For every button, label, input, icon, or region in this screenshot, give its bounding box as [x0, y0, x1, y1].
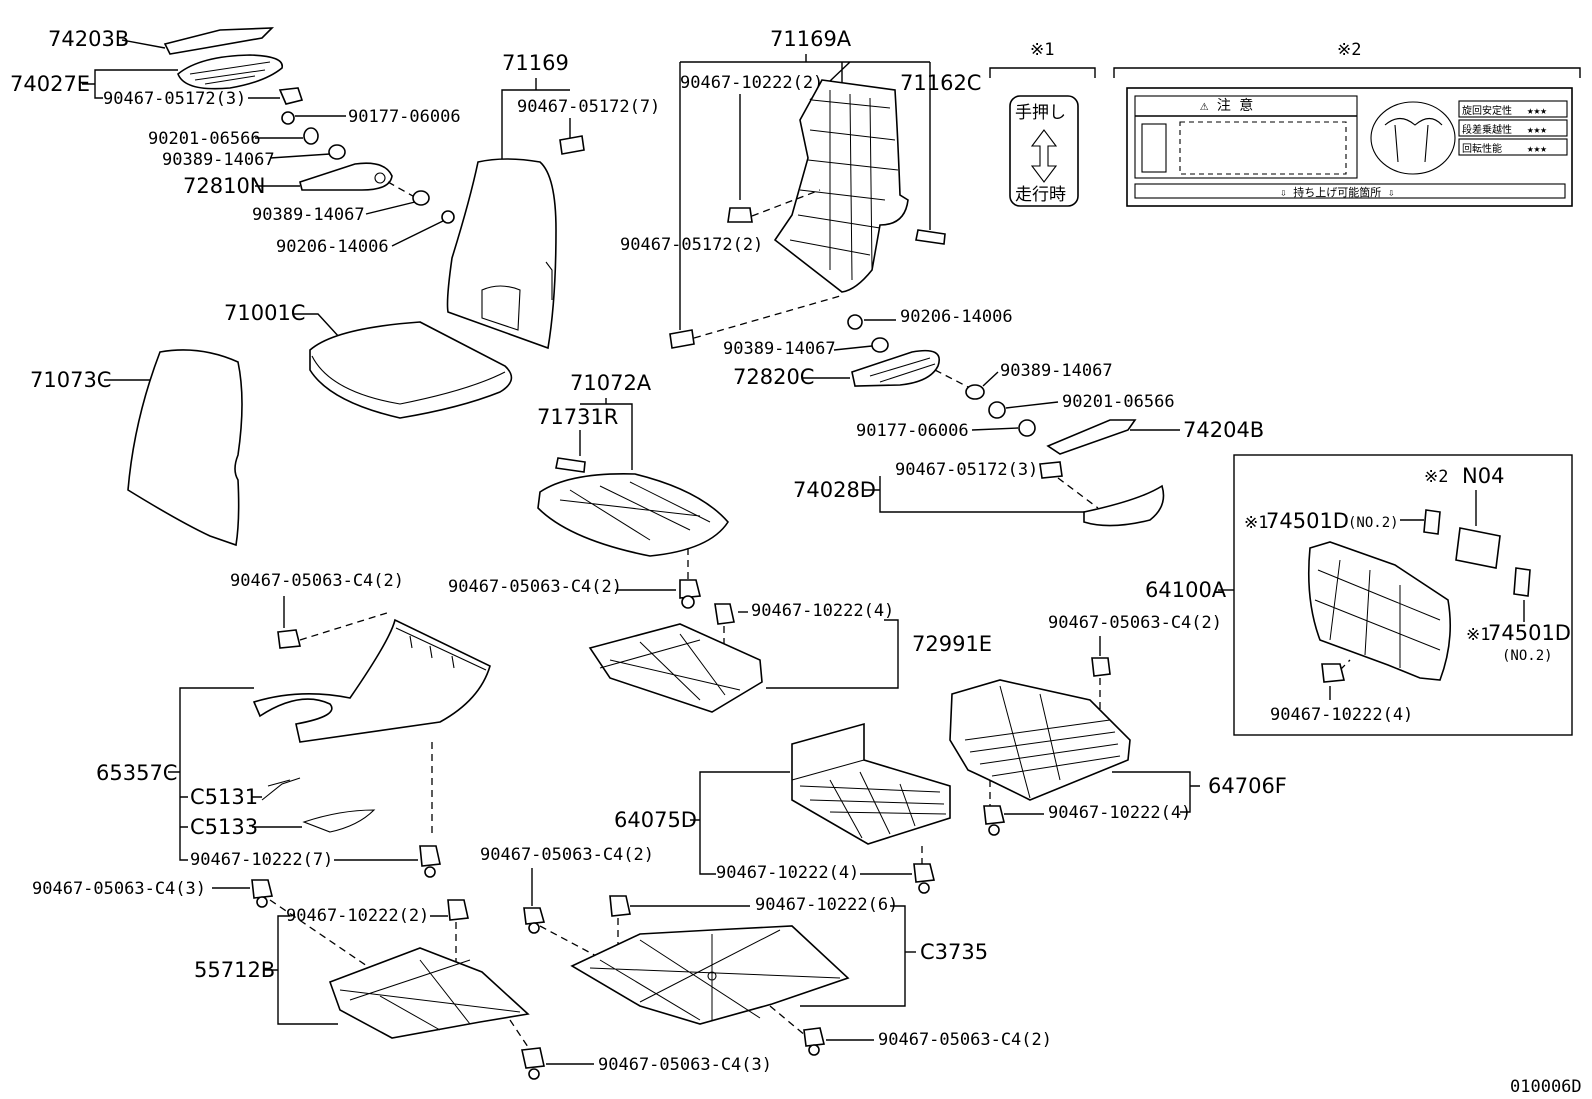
- label-90467-05063-c4-3-b[interactable]: 90467-05063-C4(3): [598, 1055, 772, 1075]
- label-71162C[interactable]: 71162C: [900, 71, 981, 95]
- label-71169[interactable]: 71169: [502, 51, 569, 75]
- label-90467-10222-2-b[interactable]: 90467-10222(2): [286, 906, 429, 926]
- frame-72991E-group: 90467-10222(4) 72991E: [588, 601, 992, 713]
- cover-C3735-group: 90467-05063-C4(2) 90467-10222(6) C3735 9…: [480, 845, 1052, 1056]
- label-74501D-b[interactable]: 74501D: [1488, 621, 1571, 645]
- label-64100A[interactable]: 64100A: [1145, 578, 1227, 602]
- label-90206-14006-b[interactable]: 90206-14006: [900, 307, 1013, 327]
- lift-point-footer: ⇩ 持ち上げ可能箇所 ⇩: [1280, 185, 1395, 199]
- label-90467-05063-c4-2-b[interactable]: 90467-05063-C4(2): [230, 571, 404, 591]
- label-90177-06006-a[interactable]: 90177-06006: [348, 107, 461, 127]
- label-no2-a: (NO.2): [1348, 515, 1399, 531]
- armrest-left-group: 74203B 74027E 90467-05172(3) 90177-06006…: [10, 27, 461, 257]
- legend-note1: ※1 手押し 走行時: [989, 40, 1096, 207]
- label-90389-14067-a[interactable]: 90389-14067: [162, 150, 275, 170]
- armrest-right-group: 90206-14006 90389-14067 72820C 90389-140…: [723, 307, 1264, 455]
- label-72810N[interactable]: 72810N: [183, 174, 266, 198]
- label-74204B[interactable]: 74204B: [1183, 418, 1264, 442]
- label-90177-06006-b[interactable]: 90177-06006: [856, 421, 969, 441]
- rating-1: 旋回安定性: [1462, 104, 1512, 117]
- note1-label-bottom: 走行時: [1015, 185, 1066, 205]
- rating-3-stars: ★★★: [1527, 142, 1547, 155]
- label-90467-05063-c4-2-a[interactable]: 90467-05063-C4(2): [448, 577, 622, 597]
- label-65357C[interactable]: 65357C: [96, 761, 177, 785]
- rating-1-stars: ★★★: [1527, 104, 1547, 117]
- label-64075D[interactable]: 64075D: [614, 808, 697, 832]
- label-90389-14067-b[interactable]: 90389-14067: [252, 205, 365, 225]
- label-90389-14067-c[interactable]: 90389-14067: [723, 339, 836, 359]
- diagram-code: 010006D: [1510, 1077, 1582, 1097]
- cover-64706F-group: 90467-05063-C4(2) 64706F 90467-10222(4): [949, 613, 1287, 836]
- label-72820C[interactable]: 72820C: [733, 365, 814, 389]
- label-90389-14067-d[interactable]: 90389-14067: [1000, 361, 1113, 381]
- label-90467-05172-7[interactable]: 90467-05172(7): [517, 97, 660, 117]
- label-55712B[interactable]: 55712B: [194, 958, 275, 982]
- label-90467-10222-4-a[interactable]: 90467-10222(4): [751, 601, 894, 621]
- label-71169A[interactable]: 71169A: [770, 27, 852, 51]
- label-N04[interactable]: N04: [1462, 464, 1504, 488]
- label-90467-05063-c4-2-d[interactable]: 90467-05063-C4(2): [480, 845, 654, 865]
- cover-55712B-group: 90467-05063-C4(3) 90467-10222(2) 55712B …: [32, 879, 772, 1080]
- label-90206-14006-a[interactable]: 90206-14006: [276, 237, 389, 257]
- label-C5131[interactable]: C5131: [190, 785, 258, 809]
- seat-group: 71169 90467-05172(7) 71001C 71073C: [30, 51, 660, 547]
- mark-2: ※2: [1424, 467, 1448, 487]
- mark-1-a: ※1: [1244, 513, 1268, 533]
- label-90467-10222-7[interactable]: 90467-10222(7): [190, 850, 333, 870]
- label-74501D-a[interactable]: 74501D: [1266, 509, 1349, 533]
- cover-65357C-group: 90467-05063-C4(2) 65357C C5131 C5133 904…: [96, 571, 491, 878]
- label-64706F[interactable]: 64706F: [1208, 774, 1287, 798]
- label-72991E[interactable]: 72991E: [912, 632, 992, 656]
- label-90467-05172-2[interactable]: 90467-05172(2): [620, 235, 763, 255]
- mark-1-b: ※1: [1466, 625, 1490, 645]
- label-74028D[interactable]: 74028D: [793, 478, 876, 502]
- label-71001C[interactable]: 71001C: [224, 301, 305, 325]
- rating-3: 回転性能: [1462, 142, 1502, 155]
- cover-64075D-group: 64075D 90467-10222(4): [614, 722, 951, 894]
- label-90467-05172-3-b[interactable]: 90467-05172(3): [895, 460, 1038, 480]
- caution-title: ⚠ 注 意: [1200, 97, 1253, 114]
- label-90467-10222-4-d[interactable]: 90467-10222(4): [716, 863, 859, 883]
- label-74203B[interactable]: 74203B: [48, 27, 129, 51]
- label-90467-05063-c4-2-e[interactable]: 90467-05063-C4(2): [878, 1030, 1052, 1050]
- label-no2-b: (NO.2): [1502, 648, 1553, 664]
- label-C5133[interactable]: C5133: [190, 815, 258, 839]
- cushion-frame-group: 71072A 71731R 90467-05063-C4(2): [448, 371, 729, 609]
- backframe-group: 71169A 90467-10222(2) 71162C 90467-05172…: [620, 27, 981, 349]
- label-71072A[interactable]: 71072A: [570, 371, 652, 395]
- rating-2-stars: ★★★: [1527, 123, 1547, 136]
- note1-label-top: 手押し: [1015, 103, 1066, 123]
- label-90467-10222-2-a[interactable]: 90467-10222(2): [680, 73, 823, 93]
- label-71731R[interactable]: 71731R: [537, 405, 618, 429]
- note1-mark: ※1: [1030, 40, 1054, 60]
- label-90201-06566-b[interactable]: 90201-06566: [1062, 392, 1175, 412]
- label-90467-05063-c4-2-c[interactable]: 90467-05063-C4(2): [1048, 613, 1222, 633]
- label-90201-06566-a[interactable]: 90201-06566: [148, 129, 261, 149]
- label-90467-05172-3-a[interactable]: 90467-05172(3): [103, 89, 246, 109]
- label-90467-10222-4-b[interactable]: 90467-10222(4): [1270, 705, 1413, 725]
- cover-64100A-group: 64100A ※2 N04 ※1 74501D (NO.2) ※1 74501D…: [1145, 454, 1573, 736]
- label-90467-10222-6[interactable]: 90467-10222(6): [755, 895, 898, 915]
- legend-note2: ※2 ⚠ 注 意 旋回安定性 ★★★ 段差乗越性 ★★★ 回転性能 ★★★ ⇩ …: [1113, 40, 1581, 207]
- rating-2: 段差乗越性: [1462, 123, 1512, 136]
- label-90467-10222-4-c[interactable]: 90467-10222(4): [1048, 803, 1191, 823]
- label-C3735[interactable]: C3735: [920, 940, 988, 964]
- note2-mark: ※2: [1337, 40, 1361, 60]
- label-90467-05063-c4-3-a[interactable]: 90467-05063-C4(3): [32, 879, 206, 899]
- label-71073C[interactable]: 71073C: [30, 368, 111, 392]
- armrest-lower-group: 74028D 90467-05172(3): [793, 460, 1165, 527]
- label-74027E[interactable]: 74027E: [10, 72, 90, 96]
